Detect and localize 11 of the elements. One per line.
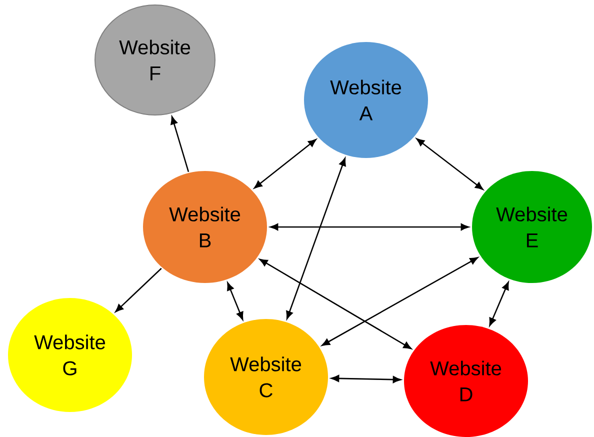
arrow [259, 258, 412, 350]
arrow [170, 116, 190, 172]
arrow [270, 224, 469, 230]
arrow [416, 138, 484, 190]
arrow [489, 282, 509, 326]
arrow [115, 268, 162, 312]
arrow [254, 139, 316, 188]
arrow [227, 282, 244, 320]
arrow [286, 158, 346, 320]
arrow [322, 257, 478, 346]
arrow [331, 374, 401, 384]
